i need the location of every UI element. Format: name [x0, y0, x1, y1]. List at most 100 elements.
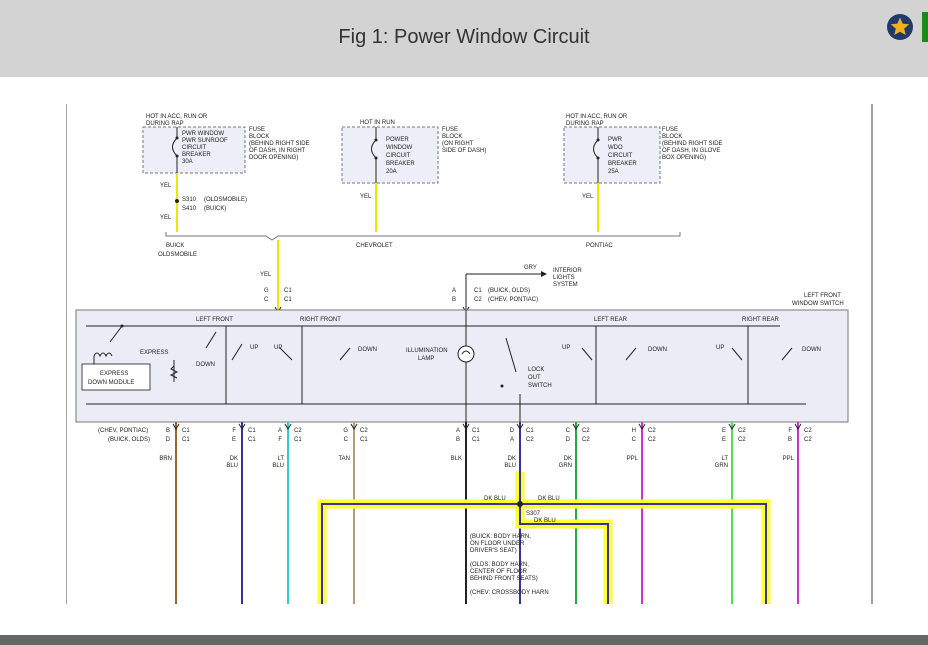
f1-inner-3: BREAKER [182, 152, 211, 158]
note-1: ON FLOOR UNDER [470, 541, 525, 547]
pin-g-c1: C1 [284, 288, 292, 294]
dkblu-right: DK BLU [538, 496, 560, 502]
s310-label: S310 [182, 197, 197, 203]
pin-arrow-5 [516, 423, 524, 430]
buick-paren: (BUICK) [204, 206, 226, 212]
row1-label: (CHEV, PONTIAC) [98, 428, 148, 434]
f1-inner-1: PWR SUNROOF [182, 138, 228, 144]
fuse-block-1: HOT IN ACC, RUN OR DURING RAP PWR WINDOW… [142, 114, 310, 232]
label-left-rear: LEFT REAR [594, 317, 628, 323]
wire-label-4-0: BLK [451, 456, 462, 462]
wire-label-2-1: BLU [272, 463, 284, 469]
gry-label: GRY [524, 265, 537, 271]
pin-arrow-8 [728, 423, 736, 430]
pin-b: B [452, 297, 456, 303]
lf-switch-1: WINDOW SWITCH [792, 301, 844, 307]
f1-inner-2: CIRCUIT [182, 145, 207, 151]
f3-inner-0: PWR [608, 137, 623, 143]
window-switch-assembly: LEFT FRONT RIGHT FRONT LEFT REAR RIGHT R… [75, 309, 849, 423]
chev-pontiac-top: (CHEV, PONTIAC) [488, 297, 538, 303]
row2-label: (BUICK, OLDS) [108, 437, 150, 443]
pin-2-p1: A [278, 428, 282, 434]
pin-8-p1: E [722, 428, 726, 434]
pin-2-c2: C1 [294, 437, 302, 443]
label-buick: BUICK [166, 243, 184, 249]
pin-5-p1: D [510, 428, 515, 434]
f2-yel: YEL [360, 194, 372, 200]
pin-3-c1: C2 [360, 428, 368, 434]
page-title: Fig 1: Power Window Circuit [338, 26, 590, 48]
pin-9-c1: C2 [804, 428, 812, 434]
rf-down: DOWN [358, 347, 377, 353]
pin-7-p2: C [632, 437, 637, 443]
interior-lights-feed: GRY INTERIOR LIGHTS SYSTEM A C1 B C2 (BU… [452, 265, 582, 313]
pin-2-c1: C2 [294, 428, 302, 434]
pin-1-p2: E [232, 437, 236, 443]
pin-5-p2: A [510, 437, 514, 443]
label-right-rear: RIGHT REAR [742, 317, 780, 323]
wire-label-6-0: DK [564, 456, 572, 462]
lockout-1: OUT [528, 375, 541, 381]
lf-up: UP [250, 345, 258, 351]
fuse-block-3: HOT IN ACC, RUN OR DURING RAP PWR WDO CI… [563, 114, 723, 232]
pin-arrow-1 [238, 423, 246, 430]
wire-label-2-0: LT [277, 456, 284, 462]
olds-paren: (OLDSMOBILE) [204, 197, 247, 203]
side-tab[interactable] [922, 12, 928, 42]
dkblu-down: DK BLU [534, 518, 556, 524]
interior-1: LIGHTS [553, 275, 575, 281]
star-icon[interactable] [886, 13, 914, 41]
f2-hot-0: HOT IN RUN [360, 120, 395, 126]
pin-3-p2: C [344, 437, 349, 443]
pin-7-c1: C2 [648, 428, 656, 434]
pin-0-p2: D [166, 437, 171, 443]
f1-block-4: DOOR OPENING) [249, 155, 298, 161]
pin-4-c2: C1 [472, 437, 480, 443]
f2-block-0: FUSE [442, 127, 458, 133]
f3-yel: YEL [582, 194, 594, 200]
f3-hot-0: HOT IN ACC, RUN OR [566, 114, 628, 120]
f2-block-3: SIDE OF DASH) [442, 148, 486, 154]
pin-b-c2: C2 [474, 297, 482, 303]
f1-inner-4: 30A [182, 159, 193, 165]
f3-block-2: (BEHIND RIGHT SIDE [662, 141, 723, 147]
rr-down: DOWN [802, 347, 821, 353]
wire-label-3-0: TAN [338, 456, 350, 462]
lf-switch-0: LEFT FRONT [804, 293, 841, 299]
pin-9-p2: B [788, 437, 792, 443]
variant-brace: BUICK OLDSMOBILE CHEVROLET PONTIAC [158, 232, 681, 258]
pin-c: C [264, 297, 269, 303]
bottom-bar [0, 635, 928, 645]
f2-inner-3: BREAKER [386, 161, 415, 167]
pin-c-c1: C1 [284, 297, 292, 303]
dkblu-left: DK BLU [484, 496, 506, 502]
f1-inner-0: PWR WINDOW [182, 131, 224, 137]
pin-7-c2: C2 [648, 437, 656, 443]
f2-block-2: (ON RIGHT [442, 141, 474, 147]
pin-arrow-2 [284, 423, 292, 430]
f3-block-3: OF DASH, IN GLOVE [662, 148, 720, 154]
pin-3-p1: G [343, 428, 348, 434]
pin-arrow-0 [172, 423, 180, 430]
header-bar: Fig 1: Power Window Circuit [0, 0, 928, 77]
lf-down: DOWN [196, 362, 215, 368]
lockout-2: SWITCH [528, 383, 552, 389]
label-pontiac: PONTIAC [586, 243, 613, 249]
f2-inner-4: 20A [386, 169, 397, 175]
f3-inner-1: WDO [608, 145, 623, 151]
s410-label: S410 [182, 206, 197, 212]
wire-label-9-0: PPL [783, 456, 795, 462]
note-5: CENTER OF FLOOR [470, 569, 528, 575]
s307-notes: (BUICK: BODY HARN, ON FLOOR UNDER DRIVER… [470, 534, 549, 596]
pin-arrow-3 [350, 423, 358, 430]
f1-hot-0: HOT IN ACC, RUN OR [146, 114, 208, 120]
note-8: (CHEV: CROSSBODY HARN [470, 590, 549, 596]
wire-label-7-0: PPL [627, 456, 639, 462]
pin-a: A [452, 288, 456, 294]
f3-inner-3: BREAKER [608, 161, 637, 167]
pin-arrow-9 [794, 423, 802, 430]
module-0: EXPRESS [100, 371, 128, 377]
wiring-diagram: HOT IN ACC, RUN OR DURING RAP PWR WINDOW… [66, 104, 873, 604]
pin-1-c2: C1 [248, 437, 256, 443]
lamp-0: ILLUMINATION [406, 348, 448, 354]
